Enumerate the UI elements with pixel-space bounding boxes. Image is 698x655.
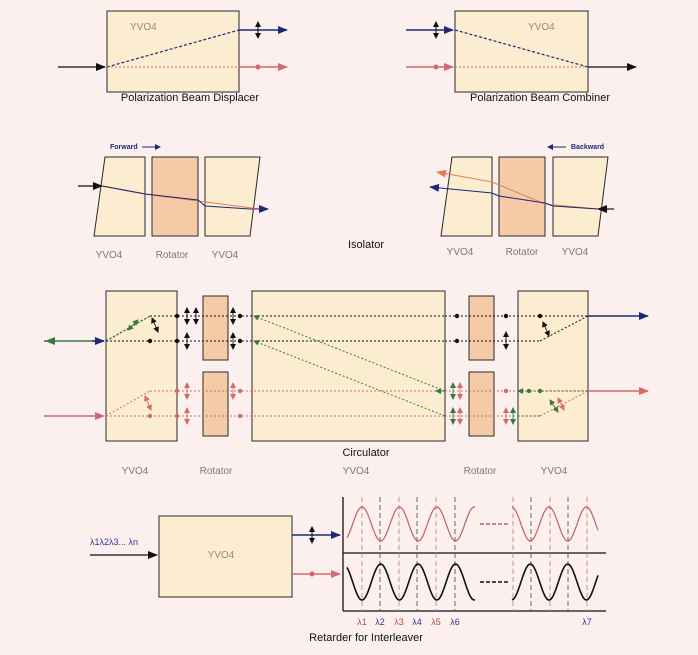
transmission-wave	[346, 563, 476, 601]
lambda-label: λ7	[582, 617, 592, 627]
circ-label-rotator-2: Rotator	[464, 466, 497, 477]
beam-displacer: YVO4 Polarization Beam Displacer	[58, 10, 288, 104]
transmission-wave	[511, 563, 599, 601]
horizontal-polarization-dot	[309, 571, 315, 577]
backward-beam-orange	[436, 169, 599, 210]
channel-waves	[346, 506, 599, 601]
circ-rotator-1b	[202, 371, 229, 437]
interleaver-crystal	[158, 515, 293, 598]
interleaver-caption: Retarder for Interleaver	[309, 632, 423, 644]
displacer-caption: Polarization Beam Displacer	[121, 92, 260, 104]
lambda-label: λ3	[394, 617, 404, 627]
circ-label-rotator-1: Rotator	[200, 466, 233, 477]
circulator: YVO4 Rotator YVO4 Rotator YVO4 Circulato…	[44, 290, 649, 477]
backward-yvo4-left	[440, 156, 493, 237]
circ-dot	[174, 313, 180, 319]
forward-label-yvo4-2: YVO4	[212, 250, 239, 261]
forward-rotator	[151, 156, 199, 237]
displacer-crystal	[106, 10, 240, 93]
displacer-crystal-label: YVO4	[130, 22, 157, 33]
transmission-wave	[346, 506, 476, 542]
lambda-label: λ4	[412, 617, 422, 627]
horizontal-polarization-dot	[433, 64, 439, 70]
interleaver-crystal-label: YVO4	[208, 550, 235, 561]
circulator-caption: Circulator	[342, 447, 389, 459]
circ-yvo4-2	[251, 290, 446, 442]
lambda-label: λ6	[450, 617, 460, 627]
circ-dot	[147, 413, 153, 419]
circ-dot	[174, 338, 180, 344]
circ-dot	[454, 338, 460, 344]
beam-combiner: YVO4 Polarization Beam Combiner	[406, 10, 637, 104]
backward-rotator	[498, 156, 546, 237]
circ-label-yvo4-2: YVO4	[343, 466, 370, 477]
backward-beam-navy	[429, 183, 599, 210]
polarization-icon	[542, 321, 550, 337]
circ-ray-red	[539, 390, 589, 417]
circ-dot	[237, 388, 243, 394]
isolator-forward: Forward YVO4 Rotator YVO4	[78, 144, 269, 261]
circ-label-yvo4-3: YVO4	[541, 466, 568, 477]
backward-label-yvo4-2: YVO4	[562, 247, 589, 258]
interleaver-input-label: λ1λ2λ3... λn	[90, 537, 138, 547]
circ-dot	[526, 388, 532, 394]
backward-label-yvo4-1: YVO4	[447, 247, 474, 258]
combiner-crystal-label: YVO4	[528, 22, 555, 33]
circ-rotator-1a	[202, 295, 229, 361]
lambda-label: λ2	[375, 617, 385, 627]
interleaver: λ1λ2λ3... λn YVO4 λ1 λ2 λ3 λ4 λ5 λ6 λ7 R…	[90, 497, 606, 644]
forward-label-yvo4-1: YVO4	[96, 250, 123, 261]
forward-label: Forward	[110, 144, 138, 151]
isolator-backward: Backward YVO4 Rotator YVO4	[429, 144, 614, 258]
polarization-icon	[127, 319, 139, 331]
polarization-icon	[549, 399, 559, 413]
polarization-icon	[144, 395, 152, 411]
backward-label: Backward	[571, 144, 604, 151]
combiner-e-ray	[454, 29, 589, 68]
circ-dot	[174, 388, 180, 394]
polarization-icon	[151, 317, 159, 333]
circ-dot	[237, 338, 243, 344]
circ-dot	[237, 413, 243, 419]
circ-dot	[537, 313, 543, 319]
forward-yvo4-left	[93, 156, 146, 237]
transmission-wave	[511, 506, 599, 542]
channel-guides	[361, 497, 588, 611]
isolator-caption: Isolator	[348, 239, 384, 251]
circ-yvo4-1	[105, 290, 178, 442]
forward-beam-navy	[101, 185, 251, 210]
circ-dot	[454, 313, 460, 319]
circ-rotator-2b	[468, 371, 495, 437]
circ-dot	[147, 338, 153, 344]
circ-label-yvo4-1: YVO4	[122, 466, 149, 477]
circ-dot	[503, 313, 509, 319]
backward-yvo4-right	[552, 156, 609, 237]
circ-ray-red	[105, 390, 151, 417]
displacer-e-ray	[106, 29, 240, 68]
lambda-label: λ1	[357, 617, 367, 627]
forward-yvo4-right	[204, 156, 261, 237]
circ-yvo4-3	[517, 290, 589, 442]
circ-dot	[237, 313, 243, 319]
combiner-crystal	[454, 10, 589, 93]
forward-label-rotator: Rotator	[156, 250, 189, 261]
backward-label-rotator: Rotator	[506, 247, 539, 258]
lambda-label: λ5	[431, 617, 441, 627]
circ-dot	[174, 413, 180, 419]
circ-rotator-2a	[468, 295, 495, 361]
circ-dot	[503, 388, 509, 394]
circ-dot	[537, 388, 543, 394]
polarization-icon	[557, 397, 565, 411]
horizontal-polarization-dot	[255, 64, 261, 70]
combiner-caption: Polarization Beam Combiner	[470, 92, 610, 104]
